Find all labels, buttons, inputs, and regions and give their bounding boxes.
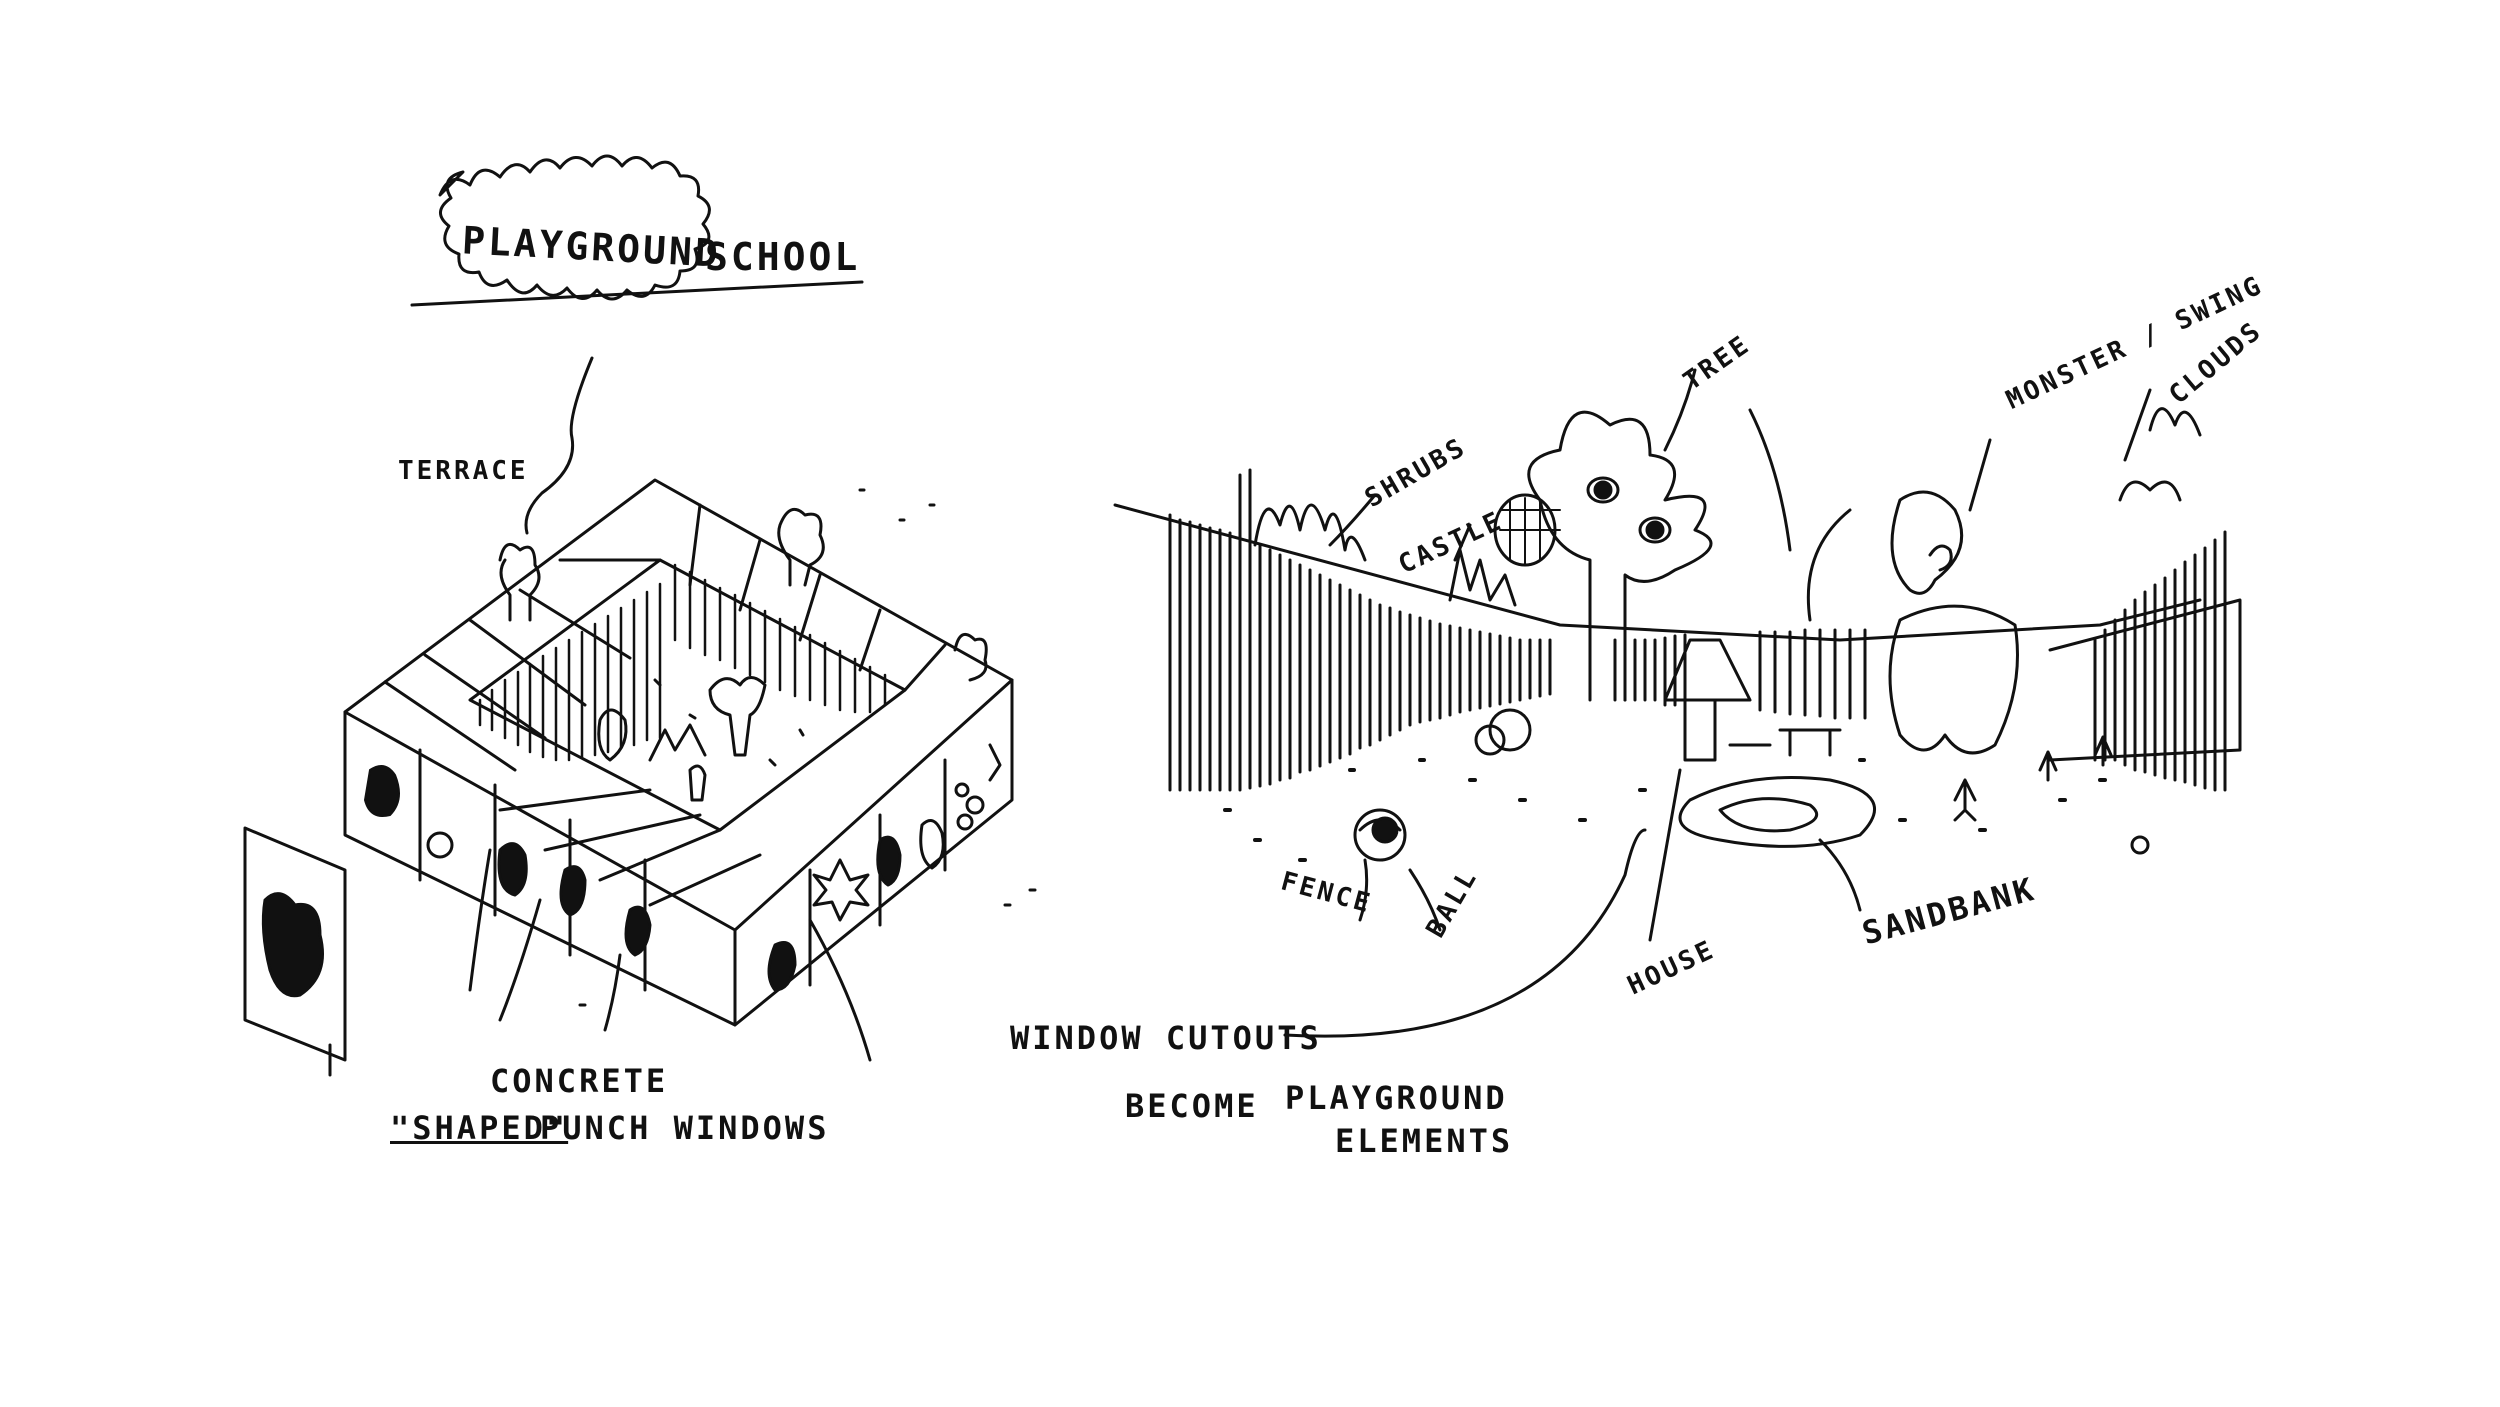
label-punch-windows: PUNCH WINDOWS <box>540 1109 830 1147</box>
caption-leader <box>1283 828 1647 1038</box>
label-shaped: "SHAPED" <box>390 1109 569 1147</box>
label-terrace: TERRACE <box>398 456 529 486</box>
caption-line2a: BECOME <box>1125 1087 1259 1125</box>
leader-title-terrace <box>524 356 594 535</box>
sandbank-shape <box>1678 776 1877 848</box>
tree-shape <box>1527 410 1713 702</box>
title-school: SCHOOL <box>705 235 861 279</box>
exploded-wall-panel <box>243 826 347 1077</box>
title-underline <box>410 280 864 307</box>
caption-line3: ELEMENTS <box>1335 1122 1514 1160</box>
caption-line2b: PLAYGROUND <box>1285 1079 1508 1117</box>
label-concrete: CONCRETE <box>490 1062 669 1100</box>
isometric-school <box>343 478 1037 1062</box>
playground-panorama <box>1113 368 2242 1038</box>
caption-line1: WINDOW CUTOUTS <box>1010 1019 1322 1057</box>
title-cloud-outline <box>438 154 711 301</box>
